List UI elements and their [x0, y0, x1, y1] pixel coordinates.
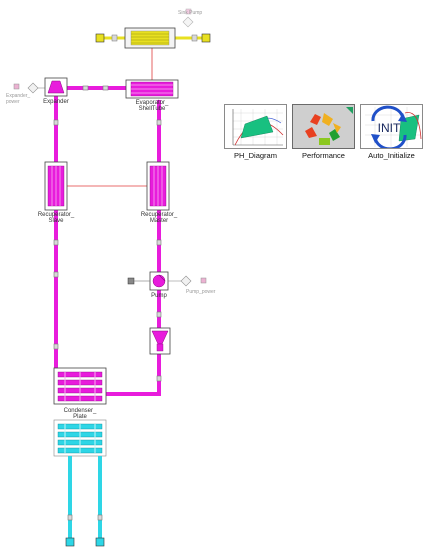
working-fluid-pipes — [54, 86, 161, 396]
init-text: INIT — [378, 121, 401, 135]
expander-power-label: Expander_power — [6, 93, 30, 105]
coolant-connectors — [67, 514, 103, 521]
recuperator-master-label: Recuperator_Master — [141, 212, 178, 224]
pipe-connectors — [53, 85, 162, 382]
recuperator-slave-label: Recuperator_Slave — [38, 212, 75, 224]
performance-button[interactable]: Performance — [292, 104, 355, 162]
evaporator-shelltube[interactable] — [125, 79, 179, 99]
condenser-coolant-section[interactable] — [53, 419, 107, 457]
evaporator-label: Evaporator_ShellTube — [136, 100, 169, 112]
pump-power-sensor[interactable] — [168, 275, 207, 287]
recycle-icon — [305, 107, 353, 145]
heat-source-inlet-port[interactable] — [95, 33, 105, 43]
recuperator-master[interactable] — [146, 161, 170, 211]
sink-pump[interactable] — [182, 8, 194, 28]
recuperator-slave[interactable] — [44, 161, 68, 211]
condenser-label: Condenser_Plate — [64, 408, 97, 420]
ph-diagram-label: PH_Diagram — [234, 151, 277, 160]
coolant-outlet-port[interactable] — [95, 537, 105, 547]
performance-label: Performance — [302, 151, 345, 160]
pump-label: Pump — [151, 293, 167, 299]
sink-pump-label: Sink Pump — [178, 10, 202, 16]
auto-initialize-button[interactable]: INIT Auto_Initialize — [360, 104, 423, 162]
expander[interactable] — [44, 77, 68, 97]
ph-diagram-chart-icon — [232, 109, 284, 146]
expander-label: Expander — [43, 99, 69, 105]
coolant-inlet-port[interactable] — [65, 537, 75, 547]
pump-speed-input[interactable] — [127, 277, 135, 285]
ph-diagram-button[interactable]: PH_Diagram — [224, 104, 287, 162]
expansion-valve[interactable] — [149, 327, 171, 355]
pump[interactable] — [149, 271, 169, 291]
init-refresh-icon: INIT — [365, 105, 422, 148]
heat-source-outlet-port[interactable] — [201, 33, 211, 43]
heat-source-exchanger[interactable] — [124, 27, 176, 49]
expander-power-sensor[interactable] — [13, 82, 45, 94]
condenser-plate[interactable] — [53, 367, 107, 405]
pump-power-label: Pump_power — [186, 289, 216, 295]
auto-initialize-label: Auto_Initialize — [368, 151, 415, 160]
coolant-pipes — [68, 456, 102, 540]
